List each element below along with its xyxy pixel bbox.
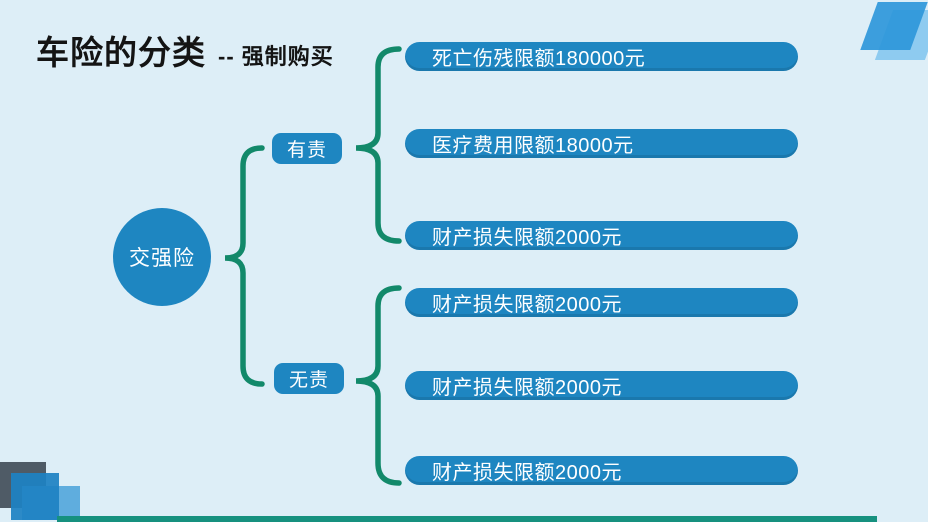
header: 车险的分类 -- 强制购买 xyxy=(36,26,334,74)
limit-bar-property-3: 财产损失限额2000元 xyxy=(405,456,798,485)
limit-bar-property-1: 财产损失限额2000元 xyxy=(405,288,798,317)
limit-bar-property-2: 财产损失限额2000元 xyxy=(405,371,798,400)
brace-liable-to-bars xyxy=(355,46,402,244)
branch-label-liable: 有责 xyxy=(272,133,342,164)
brace-not-liable-to-bars xyxy=(355,285,402,486)
branch-label-not-liable: 无责 xyxy=(274,363,344,394)
root-node-circle: 交强险 xyxy=(113,208,211,306)
limit-bar-property-liable: 财产损失限额2000元 xyxy=(405,221,798,250)
footer-rule xyxy=(57,516,877,522)
page-subtitle: -- 强制购买 xyxy=(218,44,334,69)
limit-bar-death-disability: 死亡伤残限额180000元 xyxy=(405,42,798,71)
limit-bar-medical: 医疗费用限额18000元 xyxy=(405,129,798,158)
page-title: 车险的分类 xyxy=(36,34,206,71)
decoration-square-blue xyxy=(11,473,59,520)
brace-root-to-branches xyxy=(224,145,265,387)
